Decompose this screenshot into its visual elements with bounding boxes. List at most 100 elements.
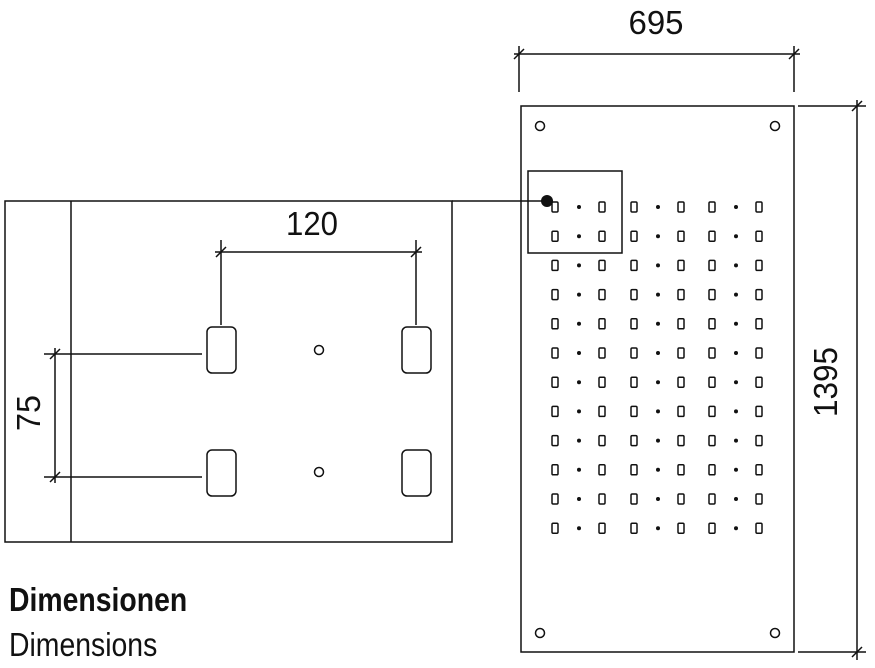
nozzle-dot [577, 292, 581, 297]
detail-nozzle-bottom-left [206, 449, 237, 497]
nozzle [598, 522, 606, 534]
nozzle-dot [656, 351, 660, 355]
nozzle-dot [656, 380, 660, 385]
nozzle [755, 493, 763, 505]
nozzle-dot [577, 438, 581, 443]
detail-nozzle-top-right [401, 326, 432, 374]
nozzle [755, 405, 763, 418]
nozzle-dot [734, 263, 738, 268]
detail-hole-top [313, 344, 325, 356]
nozzle-dot [577, 234, 581, 239]
nozzle [755, 259, 763, 272]
nozzle [755, 522, 763, 534]
nozzle-dot [734, 380, 738, 385]
nozzle [677, 201, 685, 213]
nozzle [598, 230, 606, 242]
nozzle [551, 405, 559, 418]
nozzle [551, 288, 559, 301]
dimension-120 [215, 240, 422, 325]
nozzle-dot [734, 497, 738, 501]
nozzle [630, 376, 638, 388]
nozzle [677, 376, 685, 388]
nozzle [598, 201, 606, 213]
nozzle-dot [656, 234, 660, 239]
nozzle [630, 347, 638, 359]
nozzle-dot [734, 205, 738, 209]
nozzle [708, 347, 716, 359]
nozzle-dot [656, 292, 660, 297]
nozzle [598, 347, 606, 359]
detail-marker-box [527, 170, 623, 254]
panel-outline [520, 105, 795, 653]
detail-hole-bottom [313, 466, 325, 478]
nozzle [551, 230, 559, 242]
nozzle-dot [656, 263, 660, 268]
nozzle [755, 464, 763, 476]
nozzle-dot [734, 467, 738, 472]
nozzle-dot [656, 497, 660, 501]
nozzle-dot [577, 321, 581, 326]
nozzle-dot [734, 438, 738, 443]
nozzle [630, 230, 638, 242]
nozzle-dot [577, 263, 581, 268]
nozzle-dot [734, 321, 738, 326]
nozzle-dot [577, 497, 581, 501]
detail-nozzle-bottom-right [401, 449, 432, 497]
mount-hole-top-right [769, 120, 781, 132]
nozzle [708, 288, 716, 301]
nozzle [630, 434, 638, 447]
nozzle [677, 230, 685, 242]
nozzle [551, 493, 559, 505]
nozzle [755, 347, 763, 359]
dimension-695 [513, 46, 800, 92]
nozzle [598, 259, 606, 272]
nozzle [630, 522, 638, 534]
nozzle [551, 347, 559, 359]
nozzle [598, 318, 606, 330]
nozzle [630, 201, 638, 213]
detail-nozzle-top-left [206, 326, 237, 374]
nozzle [630, 405, 638, 418]
nozzle [630, 259, 638, 272]
nozzle [677, 493, 685, 505]
nozzle-dot [656, 467, 660, 472]
nozzle [551, 464, 559, 476]
nozzle-dot [577, 380, 581, 385]
nozzle-dot [577, 467, 581, 472]
nozzle [598, 493, 606, 505]
nozzle [677, 347, 685, 359]
nozzle [598, 376, 606, 388]
nozzle [551, 318, 559, 330]
nozzle [598, 405, 606, 418]
dimension-75-label: 75 [10, 395, 47, 431]
mount-hole-top-left [534, 120, 546, 132]
nozzle [598, 288, 606, 301]
nozzle [598, 434, 606, 447]
panel-view [452, 46, 866, 660]
nozzle-dot [734, 292, 738, 297]
nozzle-dot [734, 409, 738, 414]
mount-hole-bottom-right [769, 627, 781, 639]
nozzle [708, 464, 716, 476]
nozzle [755, 434, 763, 447]
nozzle [708, 230, 716, 242]
nozzle-dot [577, 526, 581, 531]
caption-subtitle: Dimensions [9, 626, 158, 663]
nozzle [755, 288, 763, 301]
mount-hole-bottom-left [534, 627, 546, 639]
nozzle [755, 201, 763, 213]
dimension-1395-label: 1395 [807, 347, 844, 417]
nozzle [551, 201, 559, 213]
nozzle [677, 434, 685, 447]
nozzle [630, 288, 638, 301]
nozzle [755, 230, 763, 242]
nozzle [551, 259, 559, 272]
nozzle-dot [577, 409, 581, 414]
nozzle-grid [551, 201, 763, 534]
nozzle [551, 376, 559, 388]
nozzle [677, 259, 685, 272]
nozzle [755, 376, 763, 388]
nozzle [630, 464, 638, 476]
nozzle [598, 464, 606, 476]
nozzle [708, 318, 716, 330]
